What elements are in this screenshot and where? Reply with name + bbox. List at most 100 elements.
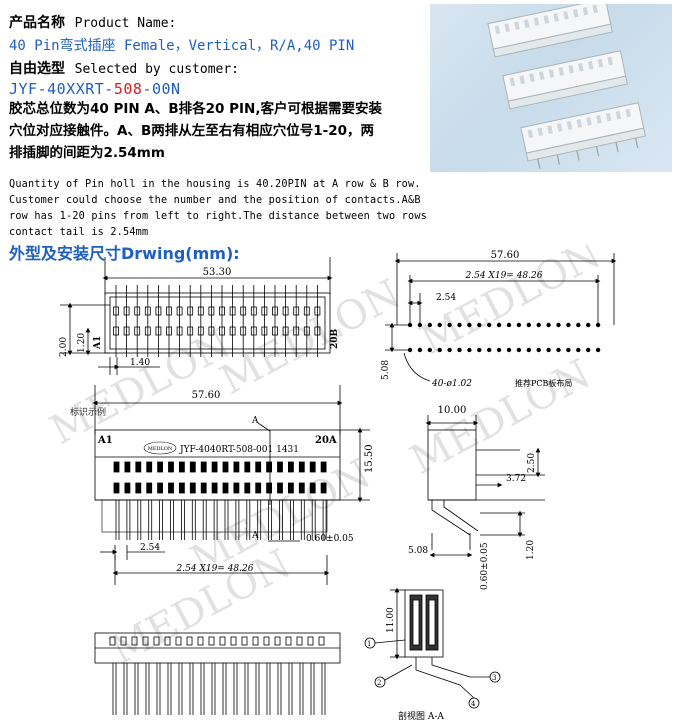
description-en-line: Customer could choose the number and the… [9, 195, 421, 206]
pcb-hole [457, 347, 462, 353]
front-view-slot [233, 482, 240, 494]
bottom-view-slot [109, 636, 116, 646]
front-view-slot [287, 461, 294, 473]
product-name-row: 产品名称 Product Name: [9, 12, 176, 32]
front-view-slot [178, 461, 185, 473]
logo-oval [143, 441, 177, 455]
bottom-view-slot [252, 636, 259, 646]
top-view-contact [219, 306, 225, 316]
pcb-layout [385, 253, 617, 382]
front-view-slot [309, 461, 316, 473]
description-cn: 胶芯总位数为40 PIN A、B排各20 PIN,客户可根据需要安装 穴位对应接… [9, 98, 382, 164]
pcb-hole [566, 347, 571, 353]
top-view-width: 53.30 [203, 267, 232, 278]
front-view-slot [298, 482, 305, 494]
pcb-span: 2.54 X19= 48.26 [465, 271, 543, 281]
top-view-contact [208, 306, 215, 316]
product-name-label-cn: 产品名称 [9, 15, 65, 31]
pcb-hole [536, 347, 541, 353]
front-view-slot [211, 482, 218, 494]
pcb-hole [506, 322, 512, 328]
bottom-view-slot [230, 636, 237, 646]
front-view-slot [287, 482, 294, 494]
top-view-contact [240, 306, 247, 316]
pcb-hole [516, 322, 522, 328]
pcb-hole [506, 347, 512, 353]
callout-4: 4 [471, 700, 476, 708]
side-view-row-dist: 5.08 [408, 546, 428, 556]
pcb-hole [576, 347, 581, 353]
pcb-hole-spec: 40-ø1.02 [431, 379, 472, 389]
bottom-view [94, 632, 341, 715]
pcb-hole [487, 322, 492, 328]
pcb-hole [546, 347, 551, 353]
pcb-hole [417, 322, 423, 328]
pcb-hole [477, 322, 482, 328]
bottom-view-slot [241, 636, 248, 646]
pcb-hole [546, 322, 551, 328]
front-view-slot [244, 461, 251, 473]
front-view-slot [168, 482, 174, 494]
front-view-slot [309, 482, 316, 494]
section-view-height: 11.00 [386, 607, 396, 633]
front-view-slot [189, 482, 196, 494]
front-view-slot [113, 461, 120, 473]
top-view-contact [250, 306, 257, 316]
top-view-contact [293, 326, 300, 336]
pcb-hole [407, 347, 413, 353]
front-view-slot [189, 461, 196, 473]
bottom-view-slot [197, 636, 204, 646]
front-view-slot [113, 482, 120, 494]
pcb-row-dist: 5.08 [381, 360, 391, 380]
front-view-pin-20a: 20A [315, 435, 337, 446]
front-view-slot [320, 461, 327, 473]
bottom-view-slot [318, 636, 325, 646]
front-view-slot [298, 461, 305, 473]
top-view-contact [134, 306, 141, 316]
description-en-line: Quantity of Pin holl in the housing is 4… [9, 179, 421, 190]
top-view [60, 257, 333, 375]
top-view-contact [144, 306, 151, 316]
top-view-contact [144, 326, 151, 336]
pcb-hole [516, 347, 522, 353]
top-view-contact [155, 306, 162, 316]
pcb-hole [467, 322, 472, 328]
top-view-contact [123, 306, 130, 316]
bottom-view-slot [219, 636, 226, 646]
bottom-view-slot [153, 636, 160, 646]
section-view-caption: 剖视图 A-A [398, 710, 444, 722]
section-view [364, 587, 501, 709]
callout-2: 2 [377, 679, 381, 687]
watermark-text: MEDLON [213, 271, 408, 404]
front-view-slot [266, 461, 273, 473]
pcb-hole [487, 347, 492, 353]
front-view-slot [233, 461, 240, 473]
top-view-contact [113, 306, 119, 316]
product-photo [430, 0, 672, 172]
pcb-hole [427, 347, 432, 353]
top-view-pin-a1: A1 [93, 336, 103, 350]
pcb-hole [556, 347, 561, 353]
top-view-contact [123, 326, 130, 336]
front-view-slot [200, 482, 207, 494]
pcb-hole [427, 322, 432, 328]
front-view-slot [255, 482, 262, 494]
pcb-hole [556, 322, 561, 328]
front-view-slot [277, 482, 283, 494]
pcb-hole [447, 322, 452, 328]
top-view-contact [261, 306, 268, 316]
bottom-view-slot [120, 636, 127, 646]
front-view-slot [146, 482, 153, 494]
marking-text: JYF-4040RT-508-001 1431 [179, 445, 299, 455]
front-view-slot [266, 482, 273, 494]
pcb-hole [447, 347, 452, 353]
top-view-dim-c: 1.40 [130, 358, 150, 368]
pcb-hole [417, 347, 423, 353]
pcb-width: 57.60 [491, 250, 520, 261]
front-view-pin-a1: A1 [97, 435, 113, 446]
top-view-contact [314, 326, 321, 336]
bottom-view-slot [263, 636, 270, 646]
bottom-view-slot [285, 636, 292, 646]
front-view-slot [157, 461, 164, 473]
bottom-view-slot [186, 636, 193, 646]
